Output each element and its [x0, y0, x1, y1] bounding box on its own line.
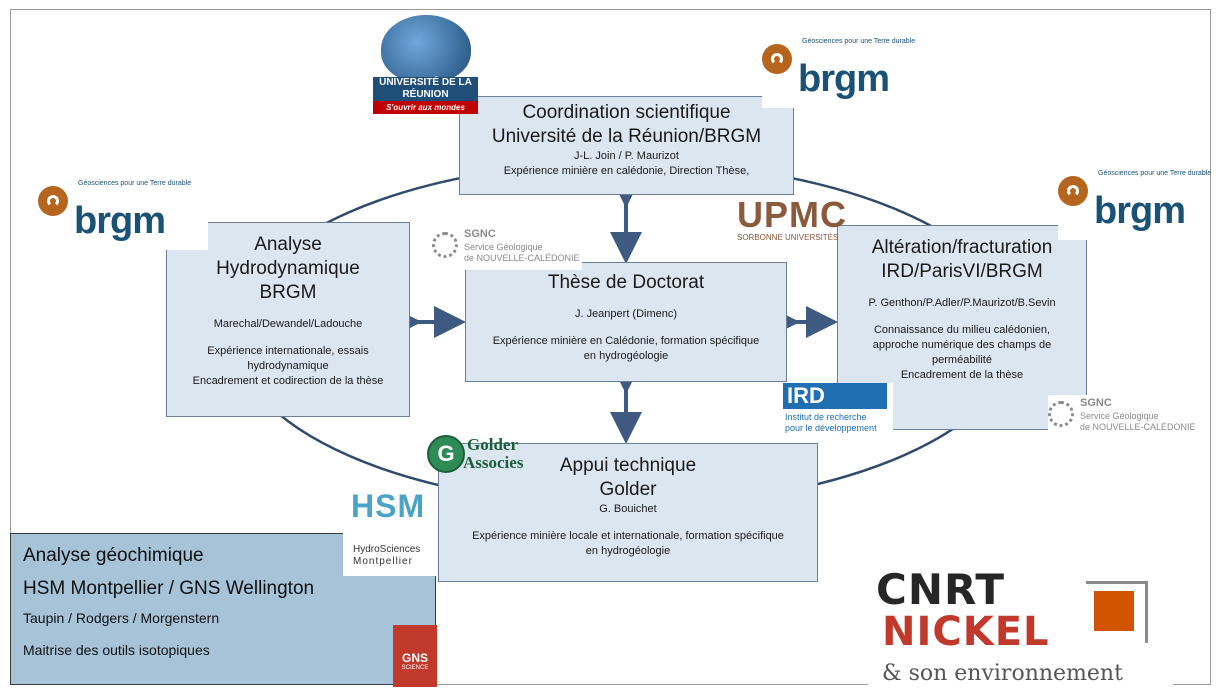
golder-desc-line1: Expérience minière locale et internation…: [472, 530, 784, 542]
brgm-tagline: Géosciences pour une Terre durable: [1098, 170, 1212, 177]
these-desc-line2: en hydrogéologie: [583, 350, 669, 362]
sgnc-emblem-icon: [432, 232, 458, 258]
sgnc-abbr: SGNC: [464, 228, 496, 240]
hydrodynamique-box: Analyse Hydrodynamique BRGM Marechal/Dew…: [166, 222, 410, 417]
hsm-line1: HydroSciences: [353, 544, 421, 555]
brgm-logo-right: Géosciences pour une Terre durable brgm: [1058, 170, 1212, 240]
sgnc-line2: de NOUVELLE-CALÉDONIE: [464, 253, 580, 263]
golder-logo-line1: Golder: [467, 435, 518, 454]
golder-subtitle: Golder: [599, 479, 657, 500]
cnrt-square-shape: [1094, 591, 1134, 631]
hsm-wordmark: HSM: [351, 488, 426, 524]
ird-line1: Institut de recherche: [785, 412, 867, 422]
ird-wordmark: IRD: [783, 383, 887, 409]
brgm-tagline: Géosciences pour une Terre durable: [78, 180, 192, 187]
coordination-subtitle: Université de la Réunion/BRGM: [491, 126, 762, 147]
brgm-logo-top: Géosciences pour une Terre durable brgm: [762, 38, 932, 108]
brgm-logo-left: Géosciences pour une Terre durable brgm: [38, 180, 208, 250]
brgm-wordmark: brgm: [1094, 190, 1186, 232]
sgnc-line1: Service Géologique: [1080, 411, 1159, 421]
geochimie-people: Taupin / Rodgers / Morgenstern: [23, 610, 220, 626]
hydro-title-line1: Analyse: [254, 234, 322, 255]
sgnc-line2: de NOUVELLE-CALÉDONIE: [1080, 422, 1196, 432]
sgnc-emblem-icon: [1048, 401, 1074, 427]
upmc-logo: UPMC SORBONNE UNIVERSITÉS: [737, 194, 857, 244]
golder-logo: G Golder Associes: [427, 433, 535, 477]
brgm-wordmark: brgm: [798, 58, 890, 100]
hydro-desc-line2: hydrodynamique: [247, 360, 329, 372]
coordination-description: Expérience minière en calédonie, Directi…: [503, 165, 750, 177]
these-people: J. Jeanpert (Dimenc): [574, 308, 678, 320]
alteration-desc-line3: perméabilité: [932, 354, 992, 366]
sgnc-logo-center: SGNC Service Géologique de NOUVELLE-CALÉ…: [432, 226, 582, 270]
alteration-people: P. Genthon/P.Adler/P.Maurizot/B.Sevin: [868, 297, 1056, 309]
alteration-desc-line4: Encadrement de la thèse: [900, 369, 1024, 381]
golder-logo-line2: Associes: [463, 453, 524, 472]
geochimie-labs: HSM Montpellier / GNS Wellington: [23, 578, 315, 599]
hydro-desc-line3: Encadrement et codirection de la thèse: [192, 375, 384, 387]
cnrt-nickel-logo: CNRT NICKEL & son environnement: [868, 565, 1173, 690]
cnrt-line1: CNRT: [876, 565, 1006, 614]
gns-sub: SCIENCE: [401, 665, 429, 671]
gns-logo: GNS SCIENCE: [393, 625, 437, 687]
these-desc-line1: Expérience minière en Calédonie, formati…: [492, 335, 760, 347]
golder-title: Appui technique: [559, 455, 697, 476]
alteration-subtitle: IRD/ParisVI/BRGM: [881, 261, 1043, 282]
univ-logo-name: UNIVERSITÉ DE LA RÉUNION: [373, 77, 478, 101]
hsm-logo: HSM HydroSciences Montpellier: [343, 486, 438, 576]
gns-wordmark: GNS: [401, 651, 428, 665]
hsm-line2: Montpellier: [353, 556, 413, 567]
hydro-people: Marechal/Dewandel/Ladouche: [213, 318, 363, 330]
ird-logo: IRD Institut de recherche pour le dévelo…: [783, 383, 893, 438]
sgnc-logo-right: SGNC Service Géologique de NOUVELLE-CALÉ…: [1048, 395, 1198, 439]
alteration-title: Altération/fracturation: [871, 237, 1053, 258]
cnrt-line3: & son environnement: [882, 661, 1123, 686]
upmc-wordmark: UPMC: [737, 194, 847, 235]
upmc-sub: SORBONNE UNIVERSITÉS: [737, 233, 839, 242]
cnrt-line2: NICKEL: [882, 609, 1050, 655]
brgm-ring-icon: [1058, 176, 1088, 206]
coordination-title: Coordination scientifique: [522, 102, 731, 123]
golder-people: G. Bouichet: [599, 503, 657, 515]
hydro-title-line2: Hydrodynamique: [216, 258, 360, 279]
hydro-title-line3: BRGM: [259, 282, 317, 303]
golder-emblem-icon: G: [427, 435, 465, 473]
hydro-desc-line1: Expérience internationale, essais: [207, 345, 369, 357]
brgm-ring-icon: [762, 44, 792, 74]
golder-desc-line2: en hydrogéologie: [585, 545, 671, 557]
alteration-desc-line2: approche numérique des champs de: [872, 339, 1052, 351]
brgm-tagline: Géosciences pour une Terre durable: [802, 38, 916, 45]
coordination-box: Coordination scientifique Université de …: [459, 96, 794, 195]
ird-line2: pour le développement: [785, 423, 877, 433]
alteration-desc-line1: Connaissance du milieu calédonien,: [873, 324, 1051, 336]
geochimie-title: Analyse géochimique: [23, 545, 204, 566]
globe-icon: [381, 15, 471, 83]
univ-logo-motto: S'ouvrir aux mondes: [373, 101, 478, 114]
these-box: Thèse de Doctorat J. Jeanpert (Dimenc) E…: [465, 262, 787, 382]
geochimie-desc: Maitrise des outils isotopiques: [23, 642, 210, 658]
universite-reunion-logo: UNIVERSITÉ DE LA RÉUNION S'ouvrir aux mo…: [373, 15, 478, 115]
golder-box: Appui technique Golder G. Bouichet Expér…: [438, 443, 818, 582]
sgnc-abbr: SGNC: [1080, 397, 1112, 409]
brgm-ring-icon: [38, 186, 68, 216]
these-title: Thèse de Doctorat: [547, 272, 705, 293]
cnrt-bracket-shape: [1086, 581, 1148, 643]
brgm-wordmark: brgm: [74, 200, 166, 242]
sgnc-line1: Service Géologique: [464, 242, 543, 252]
coordination-people: J-L. Join / P. Maurizot: [574, 150, 679, 162]
